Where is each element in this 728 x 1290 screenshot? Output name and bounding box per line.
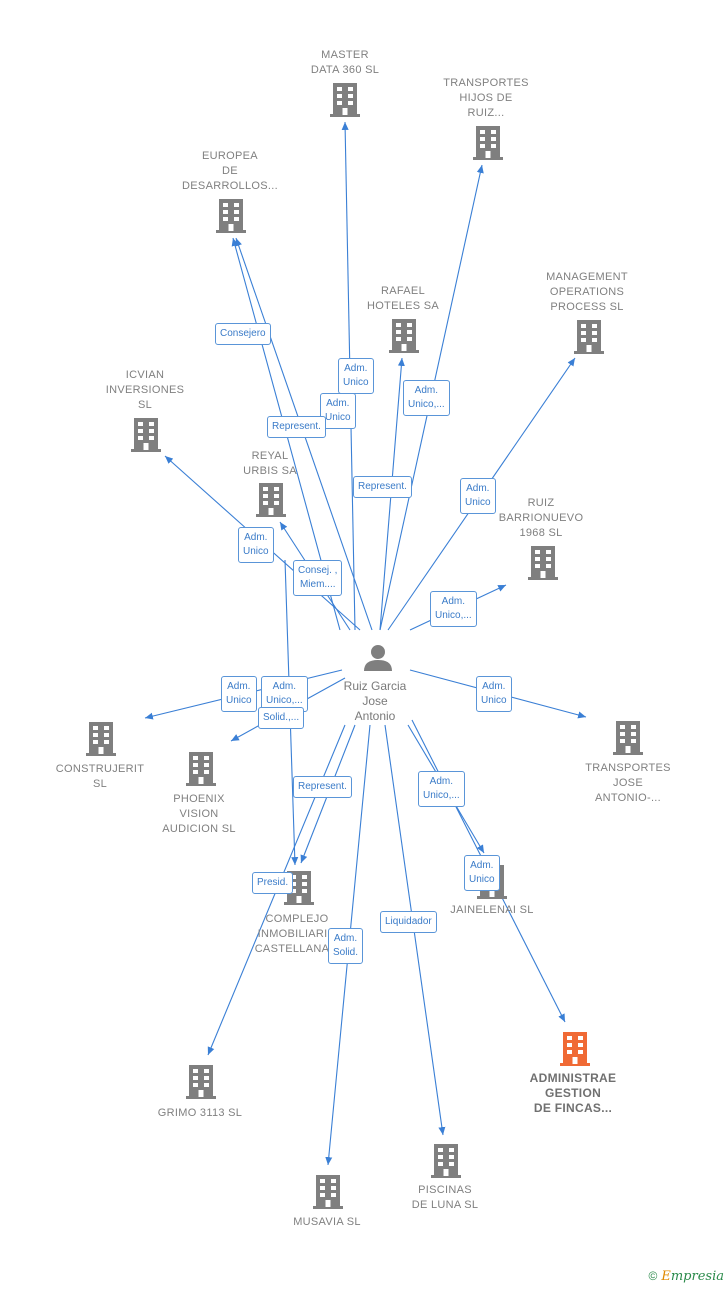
edge-label-adm-unico-icvian[interactable]: Adm. Unico [238, 527, 274, 563]
edge-label-represent-europea[interactable]: Represent. [267, 416, 326, 438]
company-label-administrae[interactable]: ADMINISTRAE GESTION DE FINCAS... [529, 1071, 617, 1115]
company-label-europea[interactable]: EUROPEA DE DESARROLLOS... [182, 150, 278, 192]
edge-label-represent-complejo[interactable]: Represent. [293, 776, 352, 798]
company-label-phoenix[interactable]: PHOENIX VISION AUDICION SL [162, 793, 236, 835]
brand-logo: ©Empresia [649, 1268, 724, 1284]
building-icon[interactable] [216, 199, 246, 233]
building-icon[interactable] [86, 722, 116, 756]
building-icon[interactable] [389, 319, 419, 353]
edge-label-adm-unico-jainelenai[interactable]: Adm. Unico,... [418, 771, 465, 807]
brand-name: mpresia [670, 1269, 724, 1284]
edge-label-adm-unico-master[interactable]: Adm. Unico [338, 358, 374, 394]
edge-label-adm-unico-administrae[interactable]: Adm. Unico [464, 855, 500, 891]
company-label-icvian[interactable]: ICVIAN INVERSIONES SL [105, 369, 185, 411]
building-icon[interactable] [560, 1032, 590, 1066]
edge-label-represent-rafael[interactable]: Represent. [353, 476, 412, 498]
building-icon[interactable] [330, 83, 360, 117]
company-label-transportes-hijos[interactable]: TRANSPORTES HIJOS DE RUIZ... [443, 77, 529, 119]
building-icon[interactable] [574, 320, 604, 354]
edge-label-adm-solid[interactable]: Adm. Solid. [328, 928, 364, 964]
edge-label-adm-unico-rafael[interactable]: Adm. Unico [320, 393, 356, 429]
company-label-reyal[interactable]: REYAL URBIS SA [243, 450, 297, 477]
company-label-complejo[interactable]: COMPLEJO INMOBILIARIO CASTELLANA... [254, 913, 340, 955]
edge-label-adm-unico-ruiz[interactable]: Adm. Unico,... [430, 591, 477, 627]
edge-label-adm-unico-management[interactable]: Adm. Unico [460, 478, 496, 514]
copyright-symbol: © [648, 1269, 658, 1283]
company-label-transportes-jose[interactable]: TRANSPORTES JOSE ANTONIO-... [585, 762, 671, 804]
company-label-construjerit[interactable]: CONSTRUJERIT SL [55, 763, 145, 790]
edge-label-presid[interactable]: Presid. [252, 872, 294, 894]
company-label-master[interactable]: MASTER DATA 360 SL [310, 49, 380, 76]
node-icons [86, 83, 643, 1209]
building-icon[interactable] [256, 483, 286, 517]
edge-label-consej-miem[interactable]: Consej. , Miem.... [293, 560, 343, 596]
edge-label-liquidador[interactable]: Liquidador [380, 911, 437, 933]
building-icon[interactable] [431, 1144, 461, 1178]
building-icon[interactable] [186, 1065, 216, 1099]
building-icon[interactable] [131, 418, 161, 452]
edge-label-consejero[interactable]: Consejero [215, 323, 271, 345]
company-label-musavia[interactable]: MUSAVIA SL [293, 1216, 361, 1228]
edge-label-adm-unico-transportes[interactable]: Adm. Unico,... [403, 380, 450, 416]
company-label-ruiz-barrionuevo[interactable]: RUIZ BARRIONUEVO 1968 SL [498, 497, 584, 539]
center-person-label[interactable]: Ruiz Garcia Jose Antonio [343, 679, 407, 723]
company-label-piscinas[interactable]: PISCINAS DE LUNA SL [411, 1184, 479, 1211]
brand-initial: E [661, 1269, 671, 1284]
company-label-rafael[interactable]: RAFAEL HOTELES SA [366, 285, 440, 312]
building-icon[interactable] [473, 126, 503, 160]
person-icon[interactable] [364, 645, 392, 671]
building-icon[interactable] [613, 721, 643, 755]
company-label-management[interactable]: MANAGEMENT OPERATIONS PROCESS SL [546, 271, 628, 313]
building-icon[interactable] [313, 1175, 343, 1209]
building-icon[interactable] [186, 752, 216, 786]
edge-label-adm-unico-tja[interactable]: Adm. Unico [476, 676, 512, 712]
company-label-jainelenai[interactable]: JAINELENAI SL [450, 904, 534, 916]
company-label-grimo[interactable]: GRIMO 3113 SL [157, 1107, 243, 1119]
edge-label-solid[interactable]: Solid.,... [258, 707, 305, 729]
edge-label-adm-unico-construjerit[interactable]: Adm. Unico [221, 676, 257, 712]
building-icon[interactable] [528, 546, 558, 580]
